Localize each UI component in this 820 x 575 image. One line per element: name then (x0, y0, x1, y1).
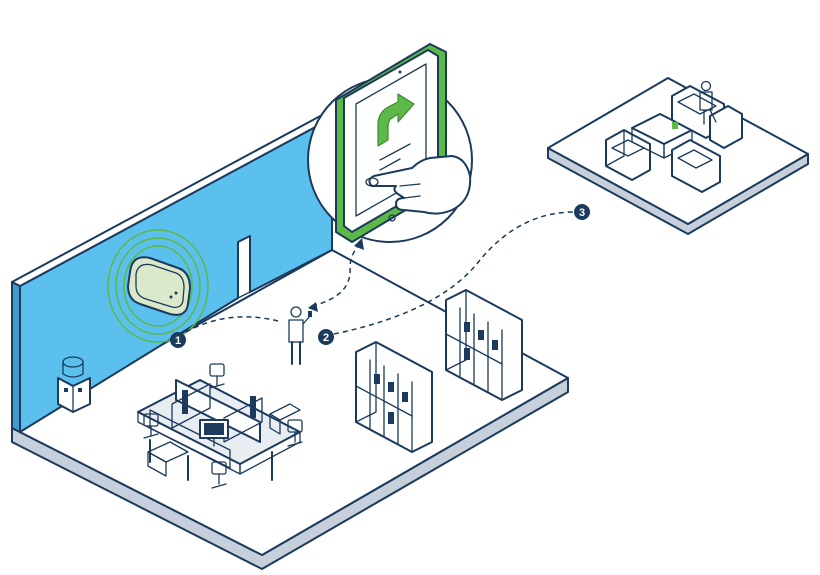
office-chair (143, 413, 159, 439)
wifi-access-point-icon (107, 229, 209, 343)
office-chair (211, 461, 227, 489)
hand-tap-icon (365, 155, 472, 215)
desk-cluster-icon (137, 363, 303, 489)
turn-right-arrow-icon (377, 93, 415, 147)
tablet-callout (307, 43, 473, 243)
step-badge-1: 1 (170, 332, 186, 348)
step-label: 1 (175, 335, 181, 347)
step-badge-3: 3 (574, 204, 590, 220)
route-path (185, 211, 575, 335)
office-chair (287, 419, 303, 447)
bookshelf-icon (355, 341, 433, 453)
step-badge-2: 2 (318, 329, 334, 345)
office-chair (209, 363, 225, 389)
lounge-chairs-icon (605, 80, 743, 193)
step-label: 2 (323, 332, 329, 344)
bookshelf-icon (445, 289, 523, 401)
water-cooler-icon (57, 356, 91, 413)
person-icon (288, 306, 312, 365)
step-label: 3 (579, 207, 585, 219)
main-floor (11, 249, 569, 570)
